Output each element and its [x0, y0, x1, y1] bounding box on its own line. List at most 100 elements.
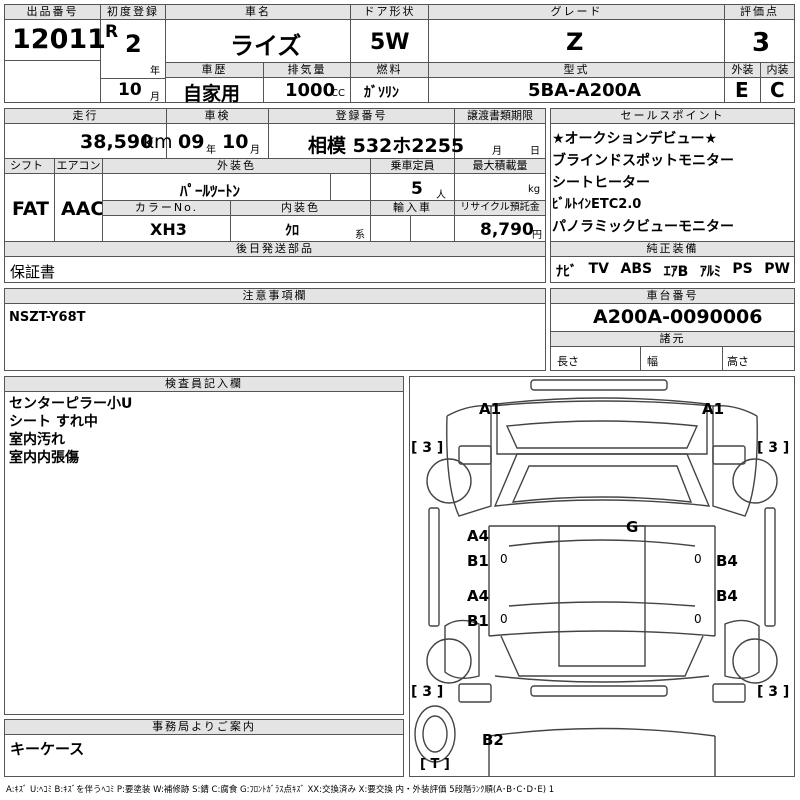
model-code: 5BA-A200A: [528, 80, 642, 101]
equip-item: ﾅﾋﾞ: [556, 264, 577, 280]
damage-mark: A1: [479, 400, 502, 418]
ext-header: 外装: [724, 62, 761, 78]
damage-mark: B2: [482, 731, 504, 749]
int-grade: C: [770, 78, 785, 102]
inspection-header: 車検: [166, 108, 269, 124]
list-item: 室内汚れ: [9, 432, 65, 448]
displacement: 1000: [285, 80, 336, 101]
history-header: 車歴: [165, 62, 264, 78]
zero-mark: 0: [500, 612, 508, 626]
month-unit: 月: [150, 92, 160, 103]
capacity: 5: [411, 179, 423, 199]
person-unit: 人: [436, 190, 446, 201]
load-header: 最大積載量: [454, 158, 546, 174]
yen-unit: 円: [532, 230, 542, 241]
color-number: XH3: [150, 220, 187, 239]
office-text: キーケース: [10, 740, 85, 758]
mileage-header: 走行: [4, 108, 167, 124]
divider: [263, 62, 264, 103]
damage-mark: B4: [716, 587, 738, 605]
divider: [428, 4, 429, 103]
displacement-header: 排気量: [263, 62, 351, 78]
tyre-mark: [ 3 ]: [757, 684, 790, 700]
divider: [100, 78, 165, 79]
list-item: シートヒーター: [552, 175, 650, 191]
color-header: 外装色: [102, 158, 371, 174]
mileage: 38,590: [80, 131, 154, 153]
year-unit: 年: [150, 66, 160, 77]
recycle-header: リサイクル預託金: [454, 200, 546, 216]
damage-mark: G: [626, 518, 639, 536]
inspector-notes: センターピラー小U シート すれ中 室内汚れ 室内内張傷: [9, 395, 132, 467]
list-item: センターピラー小U: [9, 396, 133, 412]
damage-mark: A4: [467, 587, 490, 605]
kei-unit: 系: [355, 230, 365, 241]
insp-year-unit: 年: [206, 145, 216, 156]
reg-year: 2: [125, 30, 142, 58]
divider: [100, 4, 101, 103]
tyre-mark: [ 3 ]: [411, 684, 444, 700]
spec-length: 長さ: [557, 355, 579, 368]
diagram-block: [409, 376, 795, 777]
shift: FAT: [12, 198, 49, 220]
shift-header: シフト: [4, 158, 55, 174]
equip-item: TV: [588, 261, 609, 277]
divider: [370, 158, 371, 241]
later-header: 後日発送部品: [4, 241, 546, 257]
spare-tyre-mark: [ T ]: [420, 757, 450, 772]
divider: [165, 4, 166, 103]
score: 3: [752, 28, 771, 58]
legend: A:ｷｽﾞ U:ﾍｺﾐ B:ｷｽﾞを伴うﾍｺﾐ P:要塗装 W:補修跡 S:錆 …: [6, 785, 555, 795]
equip-item: PS: [732, 261, 753, 277]
list-item: ブラインドスポットモニター: [552, 153, 734, 169]
recycle-fee: 8,790: [480, 220, 534, 240]
sales-list: ★オークションデビュー★ ブラインドスポットモニター シートヒーター ﾋﾞﾙﾄｲ…: [552, 128, 792, 238]
reg-header: 初度登録: [100, 4, 166, 20]
km-unit: km: [143, 131, 173, 153]
air-con: AAC: [61, 198, 105, 220]
list-item: ﾋﾞﾙﾄｲﾝETC2.0: [552, 197, 642, 212]
list-item: パノラミックビューモニター: [552, 219, 734, 235]
spec-height: 高さ: [727, 355, 749, 368]
damage-mark: B4: [716, 552, 738, 570]
equip-item: ｱﾙﾐ: [699, 264, 721, 280]
import-header: 輸入車: [370, 200, 455, 216]
grade: Z: [566, 28, 584, 56]
divider: [722, 346, 723, 371]
divider: [268, 108, 269, 158]
cc-unit: CC: [331, 88, 345, 99]
kg-unit: kg: [528, 184, 541, 195]
capacity-header: 乗車定員: [370, 158, 455, 174]
damage-mark: B1: [467, 612, 489, 630]
int-header: 内装: [760, 62, 795, 78]
car-name: ライズ: [230, 32, 302, 60]
score-header: 評価点: [724, 4, 795, 20]
chassis-number: A200A-0090006: [593, 306, 763, 328]
reg-month: 10: [118, 80, 142, 100]
colorno-header: カラーNo.: [102, 200, 231, 216]
equip-item: ｴｱB: [663, 264, 689, 280]
list-item: 室内内張傷: [9, 450, 79, 466]
inspector-header: 検査員記入欄: [4, 376, 404, 392]
divider: [724, 4, 725, 103]
divider: [4, 60, 100, 61]
insp-month: 10: [222, 131, 249, 153]
car-diagram: [414, 379, 778, 776]
history: 自家用: [183, 83, 241, 105]
name-header: 車名: [165, 4, 351, 20]
list-item: ★オークションデビュー★: [552, 131, 718, 147]
transfer-month: 月: [492, 146, 502, 157]
divider: [760, 62, 761, 103]
door-type: 5W: [370, 30, 410, 55]
chassis-header: 車台番号: [550, 288, 795, 304]
divider: [454, 108, 455, 241]
zero-mark: 0: [694, 612, 702, 626]
sales-header: セールスポイント: [550, 108, 795, 124]
divider: [102, 158, 103, 241]
divider: [330, 174, 331, 200]
equip-item: ABS: [620, 261, 653, 277]
interior-header: 内装色: [230, 200, 371, 216]
divider: [640, 346, 641, 371]
divider: [166, 108, 167, 158]
spec-header: 諸元: [550, 331, 795, 347]
